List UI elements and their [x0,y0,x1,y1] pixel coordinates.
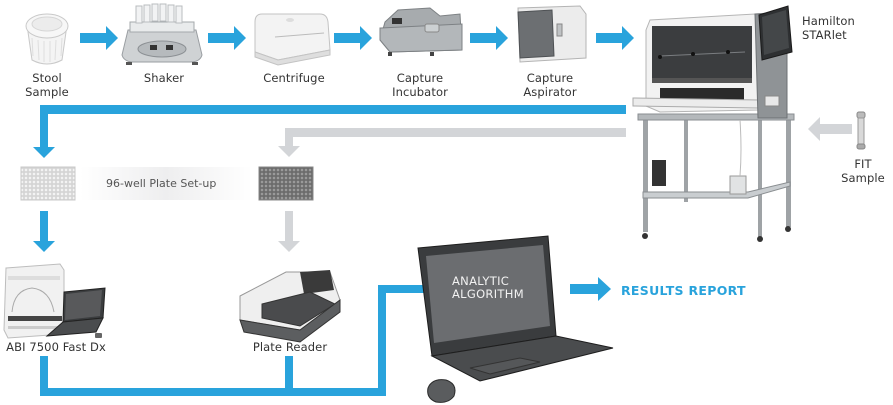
analytic-laptop-icon [417,235,614,382]
arrow-shaker-to-centrifuge [208,26,246,50]
label-stool-sample-text: Stool Sample [25,71,69,99]
arrow-stool-to-shaker [80,26,118,50]
capture-aspirator-icon [517,5,587,63]
fit-sample-icon [856,111,866,150]
arrow-starlet-to-pcr-plate [33,105,626,158]
label-abi-7500: ABI 7500 Fast Dx [0,340,112,354]
abi-7500-icon [3,263,65,339]
stool-sample-icon [25,13,69,65]
mouse-icon [427,379,456,403]
arrow-incubator-to-aspirator [470,26,508,50]
results-report-label: RESULTS REPORT [621,283,746,298]
arrow-elisa-plate-to-reader [278,211,300,252]
label-hamilton-starlet-text: Hamilton STARlet [802,14,855,42]
plate-setup-label: 96-well Plate Set-up [106,177,217,190]
label-capture-incubator-text: Capture Incubator [392,71,448,99]
shaker-icon [121,3,203,65]
label-centrifuge-text: Centrifuge [263,71,325,85]
label-capture-incubator: Capture Incubator [384,71,456,99]
label-centrifuge: Centrifuge [254,71,334,85]
pcr-plate-icon [20,166,76,201]
label-shaker: Shaker [134,71,194,85]
label-capture-aspirator: Capture Aspirator [514,71,586,99]
arrow-centrifuge-to-incubator [334,26,372,50]
label-fit-sample-text: FIT Sample [841,157,885,185]
capture-incubator-icon [379,7,463,56]
hamilton-starlet-icon [632,5,795,242]
arrow-starlet-to-elisa-plate [278,128,626,157]
label-abi-7500-text: ABI 7500 Fast Dx [6,340,106,354]
plate-reader-icon [239,270,341,343]
arrow-fit-to-starlet [808,117,852,141]
label-capture-aspirator-text: Capture Aspirator [523,71,577,99]
laptop-screen-text: ANALYTIC ALGORITHM [452,274,524,301]
elisa-plate-icon [258,166,314,201]
label-stool-sample: Stool Sample [18,71,76,99]
plate-setup-band [80,167,252,200]
label-shaker-text: Shaker [143,71,185,85]
arrow-pcr-plate-to-abi [33,211,55,252]
label-fit-sample: FIT Sample [838,157,888,185]
arrow-to-results-report [570,277,611,301]
label-plate-reader: Plate Reader [240,340,340,354]
label-plate-reader-text: Plate Reader [252,340,328,354]
arrow-aspirator-to-starlet [596,26,634,50]
centrifuge-icon [254,13,331,66]
label-hamilton-starlet: Hamilton STARlet [802,14,872,42]
abi-laptop-icon [45,287,106,338]
